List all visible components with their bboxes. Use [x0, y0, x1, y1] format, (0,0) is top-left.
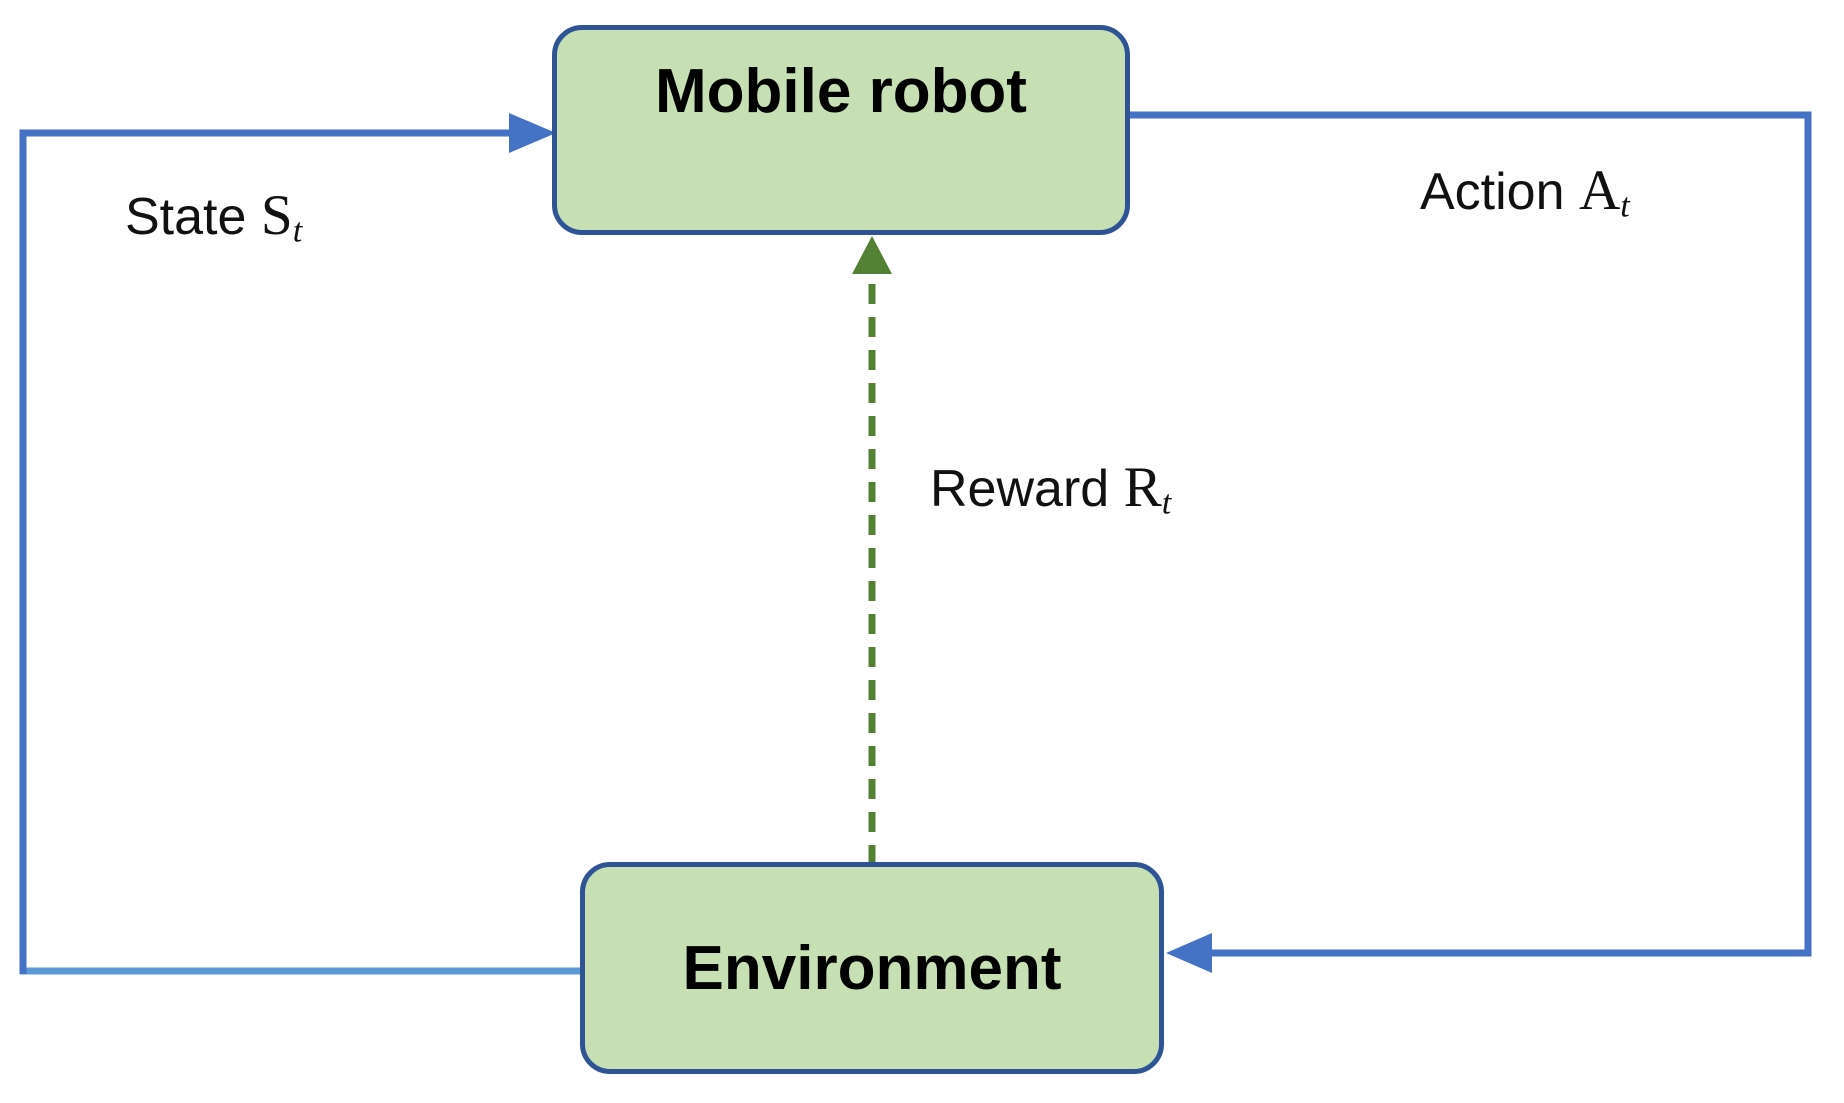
environment-node-label: Environment [682, 933, 1062, 1003]
state-edge-label: State St [125, 183, 302, 248]
action-edge [1128, 111, 1812, 957]
reward-word: Reward [930, 460, 1110, 518]
action-edge-label: Action At [1420, 158, 1630, 223]
agent-node: Mobile robot [552, 25, 1130, 235]
agent-node-label: Mobile robot [655, 57, 1027, 126]
state-arrowhead-icon [509, 113, 556, 153]
action-word: Action [1420, 163, 1565, 221]
reward-var: R [1123, 456, 1162, 519]
action-subscript: t [1620, 186, 1630, 225]
state-subscript: t [292, 211, 303, 250]
reward-arrowhead-icon [852, 236, 892, 274]
environment-node: Environment [580, 862, 1164, 1074]
state-var: S [260, 184, 293, 247]
reward-edge-label: Reward Rt [930, 455, 1171, 520]
action-var: A [1578, 159, 1621, 222]
action-arrowhead-icon [1166, 933, 1212, 973]
state-edge [19, 129, 512, 974]
reward-subscript: t [1161, 483, 1172, 522]
state-word: State [125, 188, 247, 246]
